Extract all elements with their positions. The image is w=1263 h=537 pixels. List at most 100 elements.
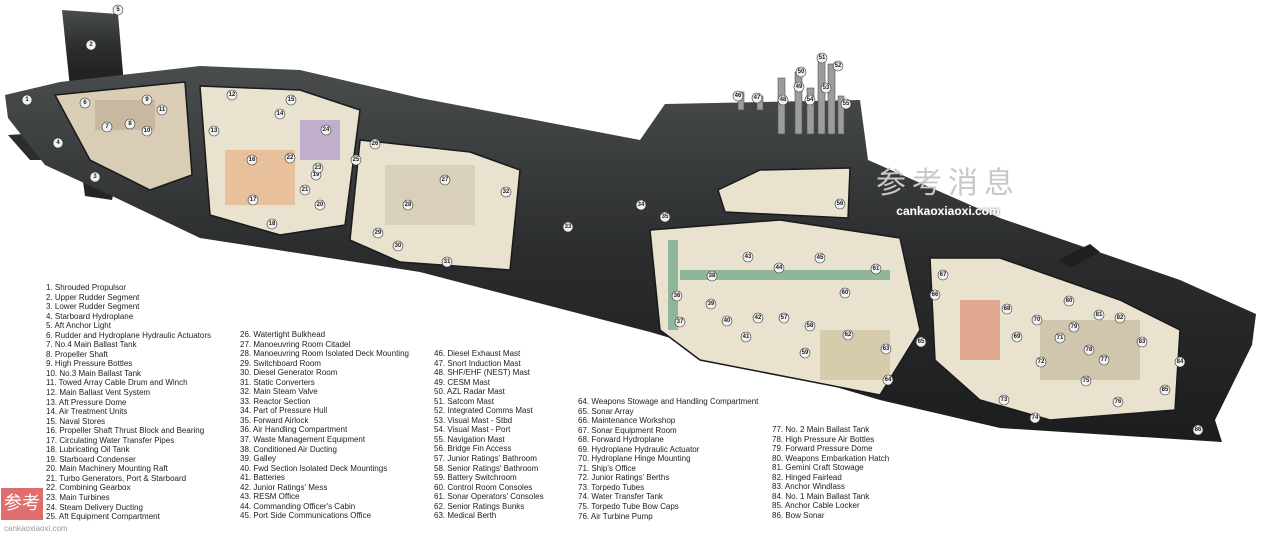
callout-number: 59 [802, 350, 809, 356]
legend-item: 59. Battery Switchroom [434, 473, 517, 483]
callout-circle [1068, 321, 1080, 333]
callout-circle [842, 329, 854, 341]
callout-circle [247, 194, 259, 206]
callout-circle [314, 199, 326, 211]
legend-item: 79. Forward Pressure Dome [772, 444, 873, 454]
callout-77: 77 [1098, 354, 1110, 366]
callout-circle [840, 98, 852, 110]
callout-circle [834, 198, 846, 210]
callout-number: 83 [1139, 339, 1146, 345]
callout-9: 9 [141, 94, 153, 106]
callout-number: 37 [677, 319, 684, 325]
callout-circle [793, 81, 805, 93]
callout-number: 35 [662, 214, 669, 220]
callout-number: 1 [25, 97, 29, 103]
callout-85: 85 [1159, 384, 1171, 396]
legend-item: 65. Sonar Array [578, 406, 634, 416]
legend-item: 20. Main Machinery Mounting Raft [46, 464, 168, 474]
callout-number: 82 [1117, 315, 1124, 321]
masts [737, 55, 845, 135]
callout-26: 26 [369, 138, 381, 150]
callout-number: 10 [144, 128, 151, 134]
callout-62: 62 [842, 329, 854, 341]
callout-83: 83 [1136, 336, 1148, 348]
callout-number: 63 [883, 346, 890, 352]
callout-circle [1035, 356, 1047, 368]
callout-66: 66 [929, 289, 941, 301]
callout-15: 15 [285, 94, 297, 106]
legend-item: 80. Weapons Embarkation Hatch [772, 453, 890, 463]
legend-item: 67. Sonar Equipment Room [578, 425, 677, 435]
callout-80: 80 [1063, 295, 1075, 307]
legend-item: 86. Bow Sonar [772, 510, 825, 520]
legend-item: 69. Hydroplane Hydraulic Actuator [578, 444, 700, 454]
callout-46: 46 [732, 90, 744, 102]
callout-circle [870, 263, 882, 275]
legend-item: 81. Gemini Craft Stowage [772, 463, 864, 473]
callout-number: 33 [565, 224, 572, 230]
callout-circle [880, 343, 892, 355]
callout-circle [915, 336, 927, 348]
legend-item: 61. Sonar Operators' Consoles [434, 492, 544, 502]
callout-52: 52 [832, 60, 844, 72]
callout-number: 49 [796, 84, 803, 90]
callout-44: 44 [773, 262, 785, 274]
legend-item: 6. Rudder and Hydroplane Hydraulic Actua… [46, 330, 211, 340]
callout-number: 53 [823, 85, 830, 91]
legend-item: 62. Senior Ratings Bunks [434, 501, 525, 511]
callout-circle [350, 154, 362, 166]
callout-number: 9 [145, 97, 149, 103]
callout-number: 57 [781, 315, 788, 321]
callout-number: 84 [1177, 359, 1184, 365]
legend-item: 74. Water Transfer Tank [578, 492, 663, 502]
legend-item: 44. Commanding Officer's Cabin [240, 501, 356, 511]
callout-39: 39 [705, 298, 717, 310]
callout-circle [285, 94, 297, 106]
callout-circle [820, 82, 832, 94]
callout-number: 34 [638, 202, 645, 208]
callout-10: 10 [141, 125, 153, 137]
legend-item: 19. Starboard Condenser [46, 454, 136, 464]
callout-70: 70 [1031, 314, 1043, 326]
callout-number: 68 [1004, 306, 1011, 312]
legend-item: 49. CESM Mast [434, 377, 491, 387]
callout-54: 54 [804, 94, 816, 106]
legend-item: 58. Senior Ratings' Bathroom [434, 463, 539, 473]
callout-51: 51 [816, 52, 828, 64]
callout-number: 3 [93, 174, 97, 180]
callout-number: 27 [442, 177, 449, 183]
callout-number: 43 [745, 254, 752, 260]
callout-circle [740, 331, 752, 343]
callout-2: 2 [85, 39, 97, 51]
legend-item: 84. No. 1 Main Ballast Tank [772, 491, 870, 501]
callout-50: 50 [795, 66, 807, 78]
callout-number: 30 [395, 243, 402, 249]
callout-circle [141, 94, 153, 106]
callout-84: 84 [1174, 356, 1186, 368]
callout-number: 39 [708, 301, 715, 307]
legend-item: 40. Fwd Section Isolated Deck Mountings [240, 463, 388, 473]
callout-circle [705, 298, 717, 310]
legend-item: 76. Air Turbine Pump [578, 511, 653, 521]
callout-38: 38 [706, 270, 718, 282]
legend-item: 32. Main Steam Valve [240, 387, 318, 397]
callout-20: 20 [314, 199, 326, 211]
callout-number: 18 [269, 221, 276, 227]
legend-item: 13. Aft Pressure Dome [46, 397, 127, 407]
legend-item: 15. Naval Stores [46, 416, 106, 426]
legend-item: 10. No.3 Main Ballast Tank [46, 368, 142, 378]
callout-circle [1029, 412, 1041, 424]
callout-circle [1192, 424, 1204, 436]
callout-number: 54 [807, 97, 814, 103]
callout-35: 35 [659, 211, 671, 223]
callout-number: 69 [1014, 334, 1021, 340]
callout-31: 31 [441, 256, 453, 268]
callout-64: 64 [882, 374, 894, 386]
callout-circle [832, 60, 844, 72]
callout-number: 31 [444, 259, 451, 265]
watermark-top: 参考消息 cankaoxiaoxi.com [876, 158, 1020, 218]
